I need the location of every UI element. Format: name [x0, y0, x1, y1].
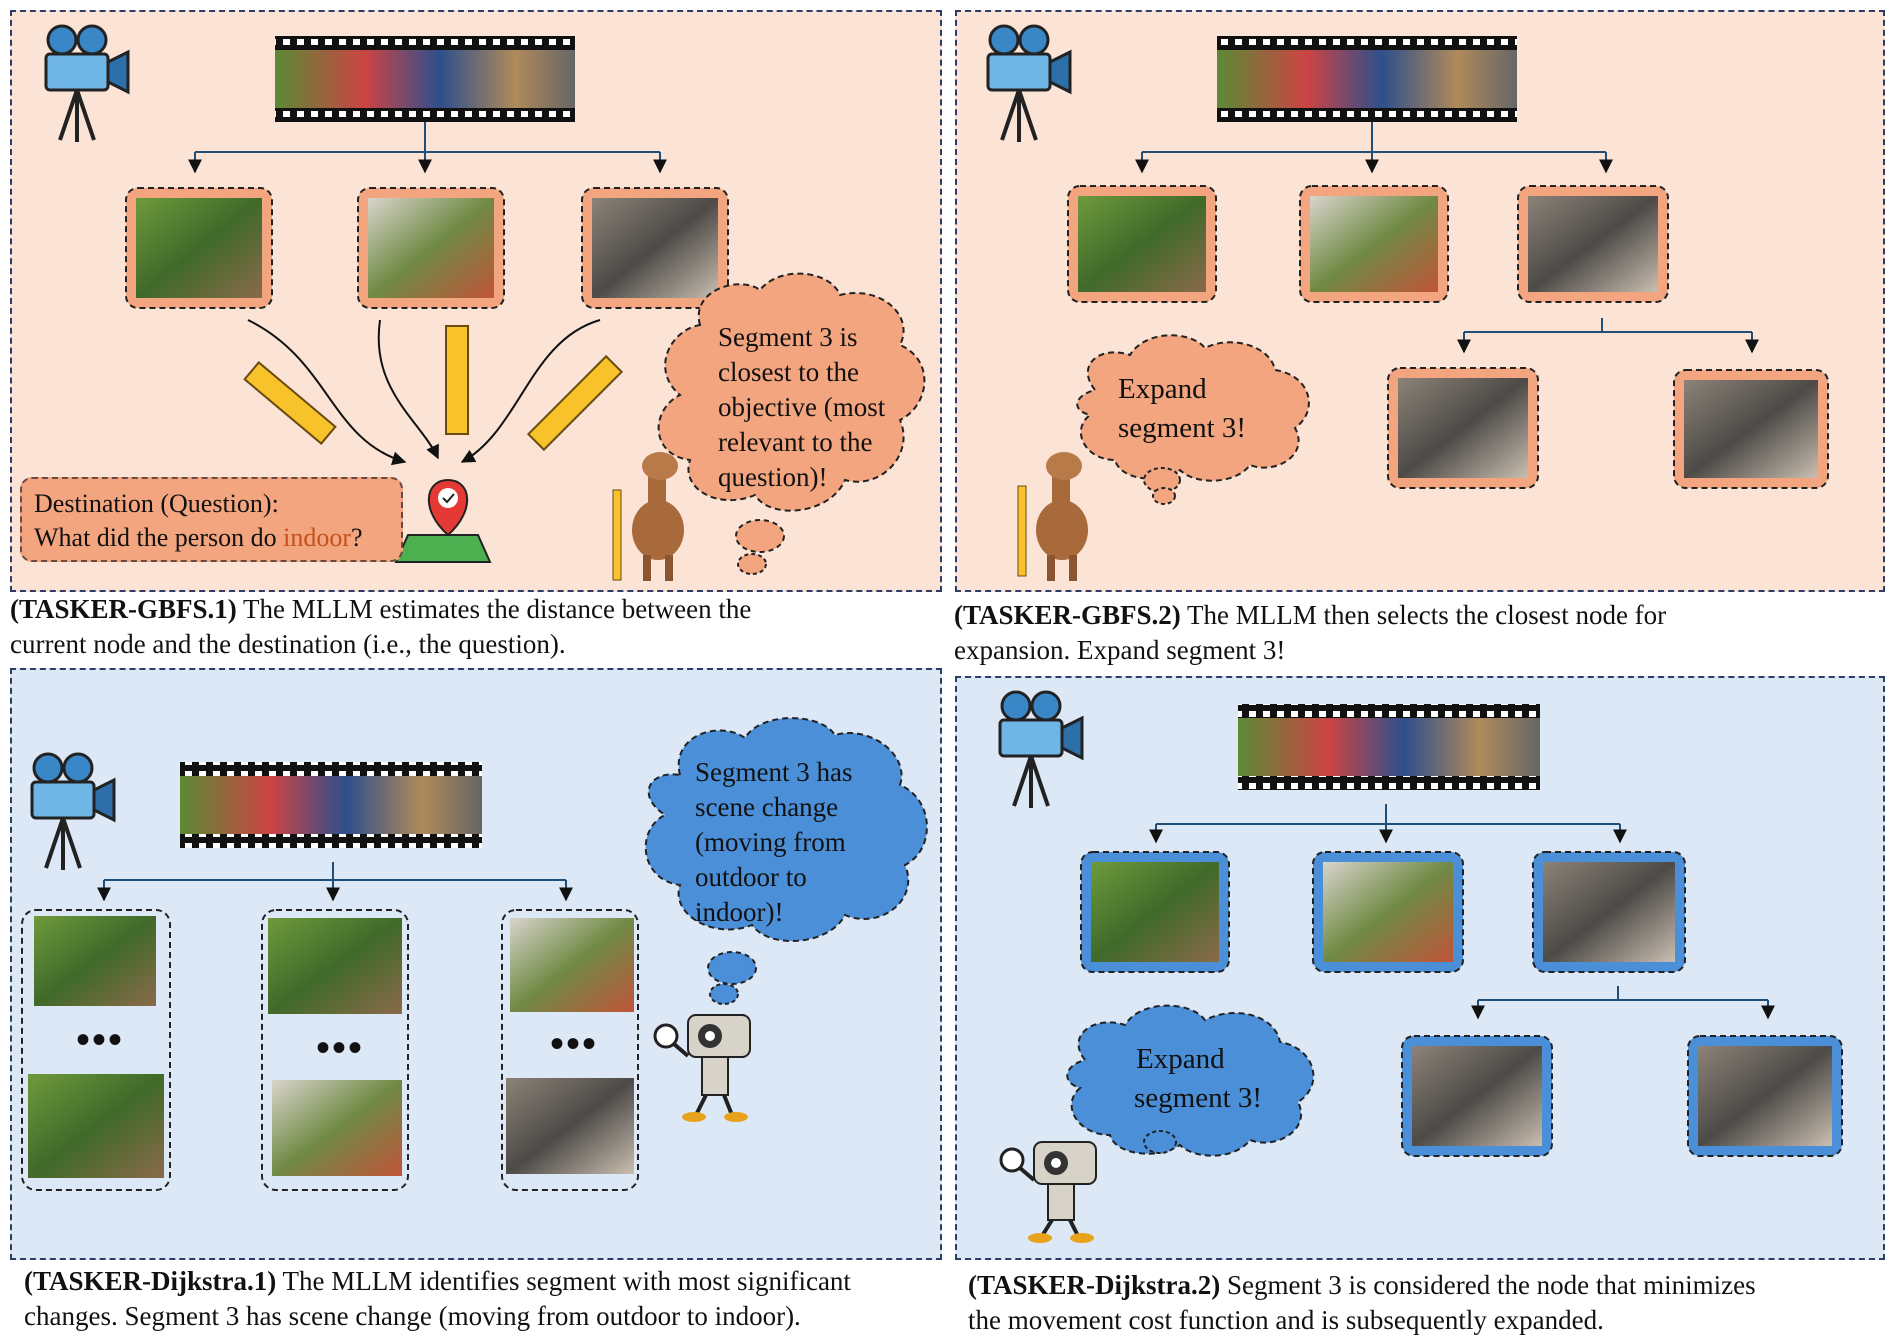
thought-line: Expand [1136, 1043, 1225, 1075]
video-camera-icon [998, 690, 1084, 808]
ruler-icon [243, 361, 337, 445]
destination-highlight: indoor [283, 523, 351, 552]
caption-gbfs1: (TASKER-GBFS.1) The MLLM estimates the d… [10, 594, 752, 659]
video-camera-icon [44, 24, 130, 142]
thought-line: segment 3! [1134, 1082, 1263, 1114]
caption-title: (TASKER-GBFS.1) [10, 594, 237, 624]
segment-node [1299, 185, 1449, 303]
thought-bubble [644, 717, 928, 1005]
segment-node [1517, 185, 1669, 303]
thought-line: Segment 3 is [718, 322, 858, 352]
ruler-icon [526, 354, 624, 452]
ellipsis: ••• [316, 1025, 365, 1070]
thought-line: scene change [695, 792, 839, 822]
segment-node [581, 187, 729, 309]
thought-line: indoor)! [695, 897, 784, 927]
ruler-icon [445, 325, 469, 435]
thought-text-gbfs2: Expand segment 3! [1118, 370, 1246, 448]
ellipsis: ••• [76, 1017, 125, 1062]
thought-line: closest to the [718, 357, 859, 387]
magnifier-icon [999, 1147, 1036, 1182]
thought-line: Expand [1118, 373, 1207, 405]
thought-line: question)! [718, 462, 828, 492]
segment-node [1532, 851, 1686, 973]
thought-bubble [1076, 334, 1310, 505]
ellipsis: ••• [550, 1021, 599, 1066]
film-strip-icon [1238, 704, 1540, 790]
film-strip-icon [1217, 36, 1517, 122]
llama-icon [612, 452, 684, 581]
segment-node [1401, 1035, 1553, 1157]
video-camera-icon [986, 24, 1072, 142]
robot-camera-icon [1028, 1141, 1097, 1243]
thought-line: (moving from [695, 827, 846, 857]
destination-box: Destination (Question): What did the per… [20, 477, 403, 562]
video-camera-icon [30, 752, 116, 870]
caption-gbfs2: (TASKER-GBFS.2) The MLLM then selects th… [954, 600, 1667, 665]
destination-question: What did the person do indoor? [34, 523, 363, 552]
segment-node [261, 909, 409, 1191]
film-strip-icon [275, 36, 575, 122]
map-pin-icon [394, 478, 492, 563]
thought-text-gbfs1: Segment 3 is closest to the objective (m… [718, 320, 908, 495]
segment-node [1673, 369, 1829, 489]
segment-node [1080, 851, 1230, 973]
magnifier-icon [653, 1023, 690, 1058]
thought-line: outdoor to [695, 862, 807, 892]
segment-node [1387, 367, 1539, 489]
film-strip-icon [180, 762, 482, 848]
segment-node [1687, 1035, 1843, 1157]
caption-dijkstra1: (TASKER-Dijkstra.1) The MLLM identifies … [24, 1266, 851, 1331]
thought-line: relevant to the [718, 427, 873, 457]
thought-text-dijkstra1: Segment 3 has scene change (moving from … [695, 755, 895, 930]
segment-node [357, 187, 505, 309]
caption-title: (TASKER-Dijkstra.2) [968, 1270, 1221, 1300]
robot-camera-icon [682, 1014, 751, 1122]
thought-bubble [657, 272, 926, 575]
thought-line: segment 3! [1118, 412, 1247, 444]
thought-text-dijkstra2: Expand segment 3! [1134, 1040, 1262, 1118]
thought-line: Segment 3 has [695, 757, 853, 787]
segment-node [1067, 185, 1217, 303]
segment-node [125, 187, 273, 309]
segment-node [1312, 851, 1464, 973]
caption-title: (TASKER-GBFS.2) [954, 600, 1181, 630]
destination-label: Destination (Question): [34, 489, 279, 518]
thought-bubble [1066, 1004, 1315, 1157]
llama-icon [1017, 452, 1088, 581]
caption-dijkstra2: (TASKER-Dijkstra.2) Segment 3 is conside… [968, 1270, 1756, 1335]
segment-node [21, 909, 171, 1191]
caption-title: (TASKER-Dijkstra.1) [24, 1266, 277, 1296]
thought-line: objective (most [718, 392, 886, 422]
segment-node [501, 909, 639, 1191]
